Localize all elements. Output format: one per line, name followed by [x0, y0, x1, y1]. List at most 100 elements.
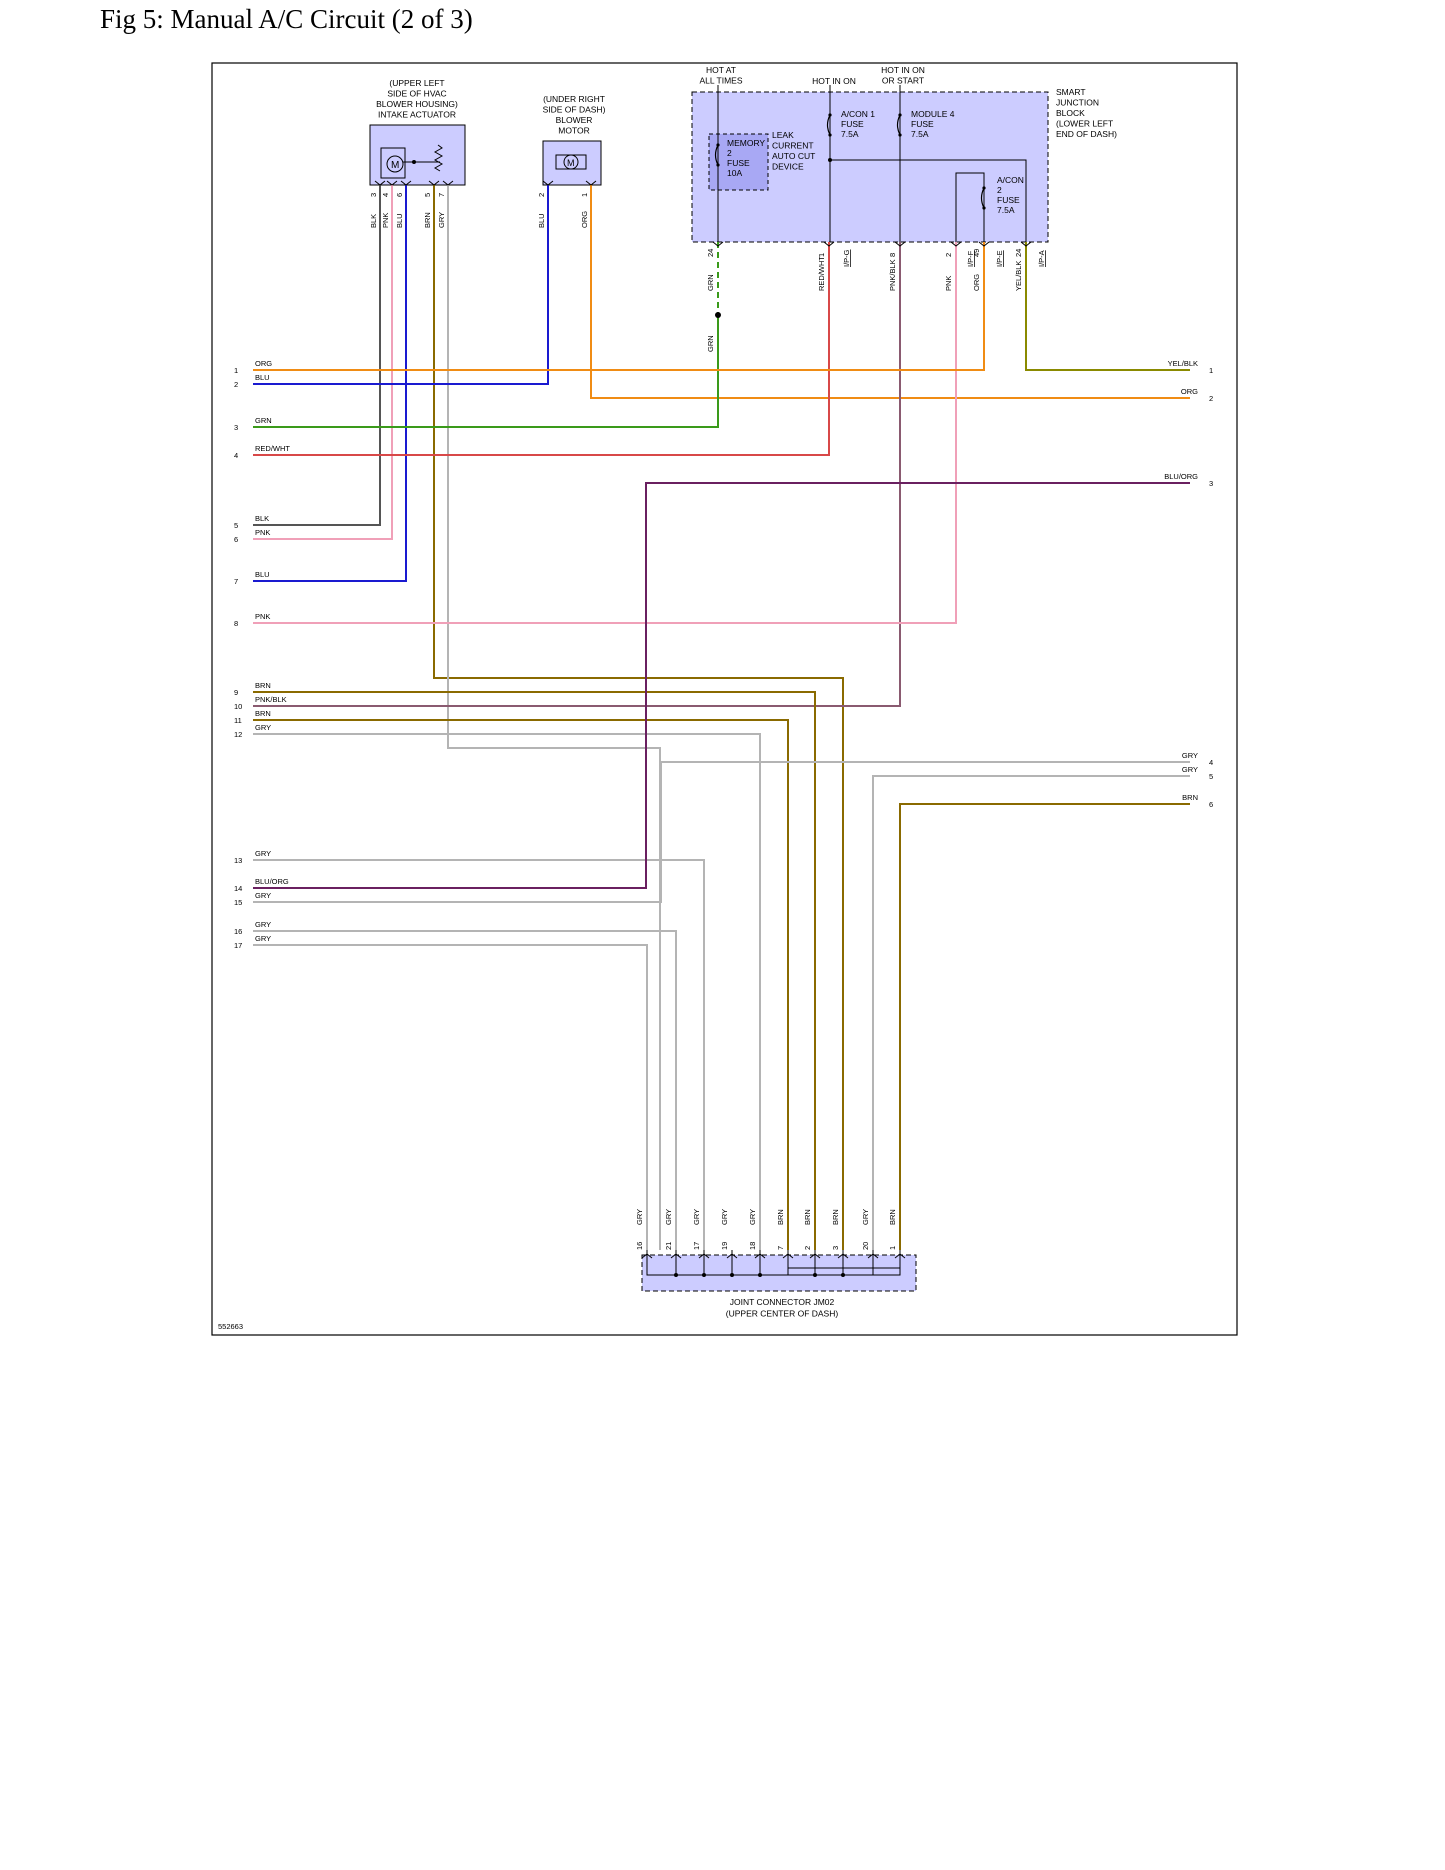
- joint-pin-number: 17: [692, 1242, 701, 1250]
- actuator-motor-icon: M: [380, 144, 444, 179]
- sjb-connector-id: I/P-E: [995, 250, 1004, 267]
- actuator-location-label: BLOWER HOUSING): [376, 99, 458, 109]
- wire-redwht-sjb-1: [253, 242, 830, 456]
- wire-gry-left-12: [253, 733, 761, 1250]
- right-wire-color: BLU/ORG: [1164, 472, 1198, 481]
- left-wire-color: GRY: [255, 891, 271, 900]
- acon1-fuse-icon-node: [828, 133, 832, 137]
- acon1-fuse-label: 7.5A: [841, 129, 859, 139]
- hot-in-on-label: HOT IN ON: [812, 76, 856, 86]
- joint-node: [730, 1273, 734, 1277]
- leak-current-device-label: LEAK: [772, 130, 794, 140]
- joint-pin-number: 1: [888, 1246, 897, 1250]
- sjb-connector-id: I/P-G: [842, 249, 851, 267]
- left-wire-color: BLU: [255, 570, 270, 579]
- actuator-wire-color: GRY: [437, 212, 446, 228]
- left-reference-number: 4: [234, 451, 238, 460]
- connector-chevron: [782, 1253, 794, 1259]
- left-wire-color: PNK: [255, 612, 270, 621]
- left-reference-number: 7: [234, 577, 238, 586]
- sjb-pin-number: 1: [817, 253, 826, 257]
- left-wire-color: BLU/ORG: [255, 877, 289, 886]
- acon2-fuse-label: 7.5A: [997, 205, 1015, 215]
- right-wire-color: GRY: [1182, 751, 1198, 760]
- blower-location-label: (UNDER RIGHT: [543, 94, 605, 104]
- joint-node: [813, 1273, 817, 1277]
- acon1-fuse-icon: [826, 114, 831, 136]
- junction-internal-layer: [646, 85, 1027, 1277]
- acon2-fuse-label: 2: [997, 185, 1002, 195]
- right-wire-color: BRN: [1182, 793, 1198, 802]
- blower-location-label: MOTOR: [558, 126, 589, 136]
- right-reference-number: 5: [1209, 772, 1213, 781]
- joint-connector-box: [641, 1254, 917, 1292]
- connector-chevron: [712, 241, 724, 247]
- svg-text:M: M: [391, 160, 399, 171]
- left-wire-color: GRY: [255, 723, 271, 732]
- wire-gry-left-15: [253, 761, 1190, 903]
- right-reference-number: 3: [1209, 479, 1213, 488]
- joint-pin-number: 3: [831, 1246, 840, 1250]
- hot-in-on-or-start-label: HOT IN ON: [881, 65, 925, 75]
- right-wire-color: YEL/BLK: [1168, 359, 1198, 368]
- connector-chevron: [978, 241, 990, 247]
- blower-location-label: SIDE OF DASH): [543, 105, 606, 115]
- wire-grn-splice: [253, 315, 719, 428]
- splice-wire-color: GRN: [706, 335, 715, 352]
- blower-pin-number: 1: [580, 193, 589, 197]
- acon2-fuse-icon-node: [982, 186, 986, 190]
- smart-junction-block-label: END OF DASH): [1056, 129, 1117, 139]
- wire-gry-left-16: [253, 930, 677, 1250]
- joint-wire-color: BRN: [831, 1209, 840, 1225]
- connector-chevron: [542, 180, 554, 186]
- right-wire-color: GRY: [1182, 765, 1198, 774]
- splice-node: [715, 312, 721, 318]
- sjb-wire-color: YEL/BLK: [1014, 261, 1023, 291]
- sjb-pin-number: 24: [1014, 249, 1023, 257]
- intake-actuator-box: [369, 124, 466, 186]
- svg-text:M: M: [567, 158, 575, 168]
- left-reference-number: 15: [234, 898, 242, 907]
- left-wire-color: GRY: [255, 920, 271, 929]
- left-wire-color: GRY: [255, 934, 271, 943]
- wire-pnk-sjb-2: [253, 242, 957, 624]
- memory-fuse-label: 10A: [727, 168, 742, 178]
- left-wire-color: BLU: [255, 373, 270, 382]
- joint-pin-number: 19: [720, 1242, 729, 1250]
- connector-chevron: [894, 1253, 906, 1259]
- memory-fuse-label: 2: [727, 148, 732, 158]
- connector-chevron: [823, 241, 835, 247]
- smart-junction-block-label: SMART: [1056, 87, 1086, 97]
- left-reference-number: 11: [234, 716, 242, 725]
- wire-brn-actuator-5: [433, 185, 844, 1250]
- wire-gry-left-13: [253, 859, 705, 1250]
- right-reference-number: 4: [1209, 758, 1213, 767]
- actuator-pin-number: 5: [423, 193, 432, 197]
- smart-junction-block-label: BLOCK: [1056, 108, 1085, 118]
- left-reference-number: 1: [234, 366, 238, 375]
- memory-fuse-icon-node: [716, 163, 720, 167]
- diagram-frame: [211, 62, 1238, 1336]
- right-reference-number: 6: [1209, 800, 1213, 809]
- joint-wire-color: GRY: [861, 1209, 870, 1225]
- connector-chevron: [641, 1253, 653, 1259]
- connector-chevron: [670, 1253, 682, 1259]
- module4-fuse-icon-node: [898, 113, 902, 117]
- blower-location-label: BLOWER: [556, 115, 593, 125]
- actuator-location-label: SIDE OF HVAC: [387, 89, 446, 99]
- connector-chevron: [837, 1253, 849, 1259]
- connector-chevron: [1020, 241, 1032, 247]
- acon1-fuse-label: FUSE: [841, 119, 864, 129]
- wire-brn-right-6: [899, 803, 1190, 1250]
- actuator-wire-color: BLU: [395, 213, 404, 228]
- sjb-pin-number: 24: [706, 249, 715, 257]
- actuator-pin-number: 3: [369, 193, 378, 197]
- module4-fuse-icon: [896, 114, 901, 136]
- connector-chevron: [428, 180, 440, 186]
- left-wire-color: ORG: [255, 359, 272, 368]
- joint-wire-color: BRN: [803, 1209, 812, 1225]
- wire-yelblk-sjb-24: [1025, 242, 1190, 371]
- left-reference-number: 14: [234, 884, 242, 893]
- joint-wire-color: BRN: [888, 1209, 897, 1225]
- wire-brn-left-9: [253, 691, 816, 1250]
